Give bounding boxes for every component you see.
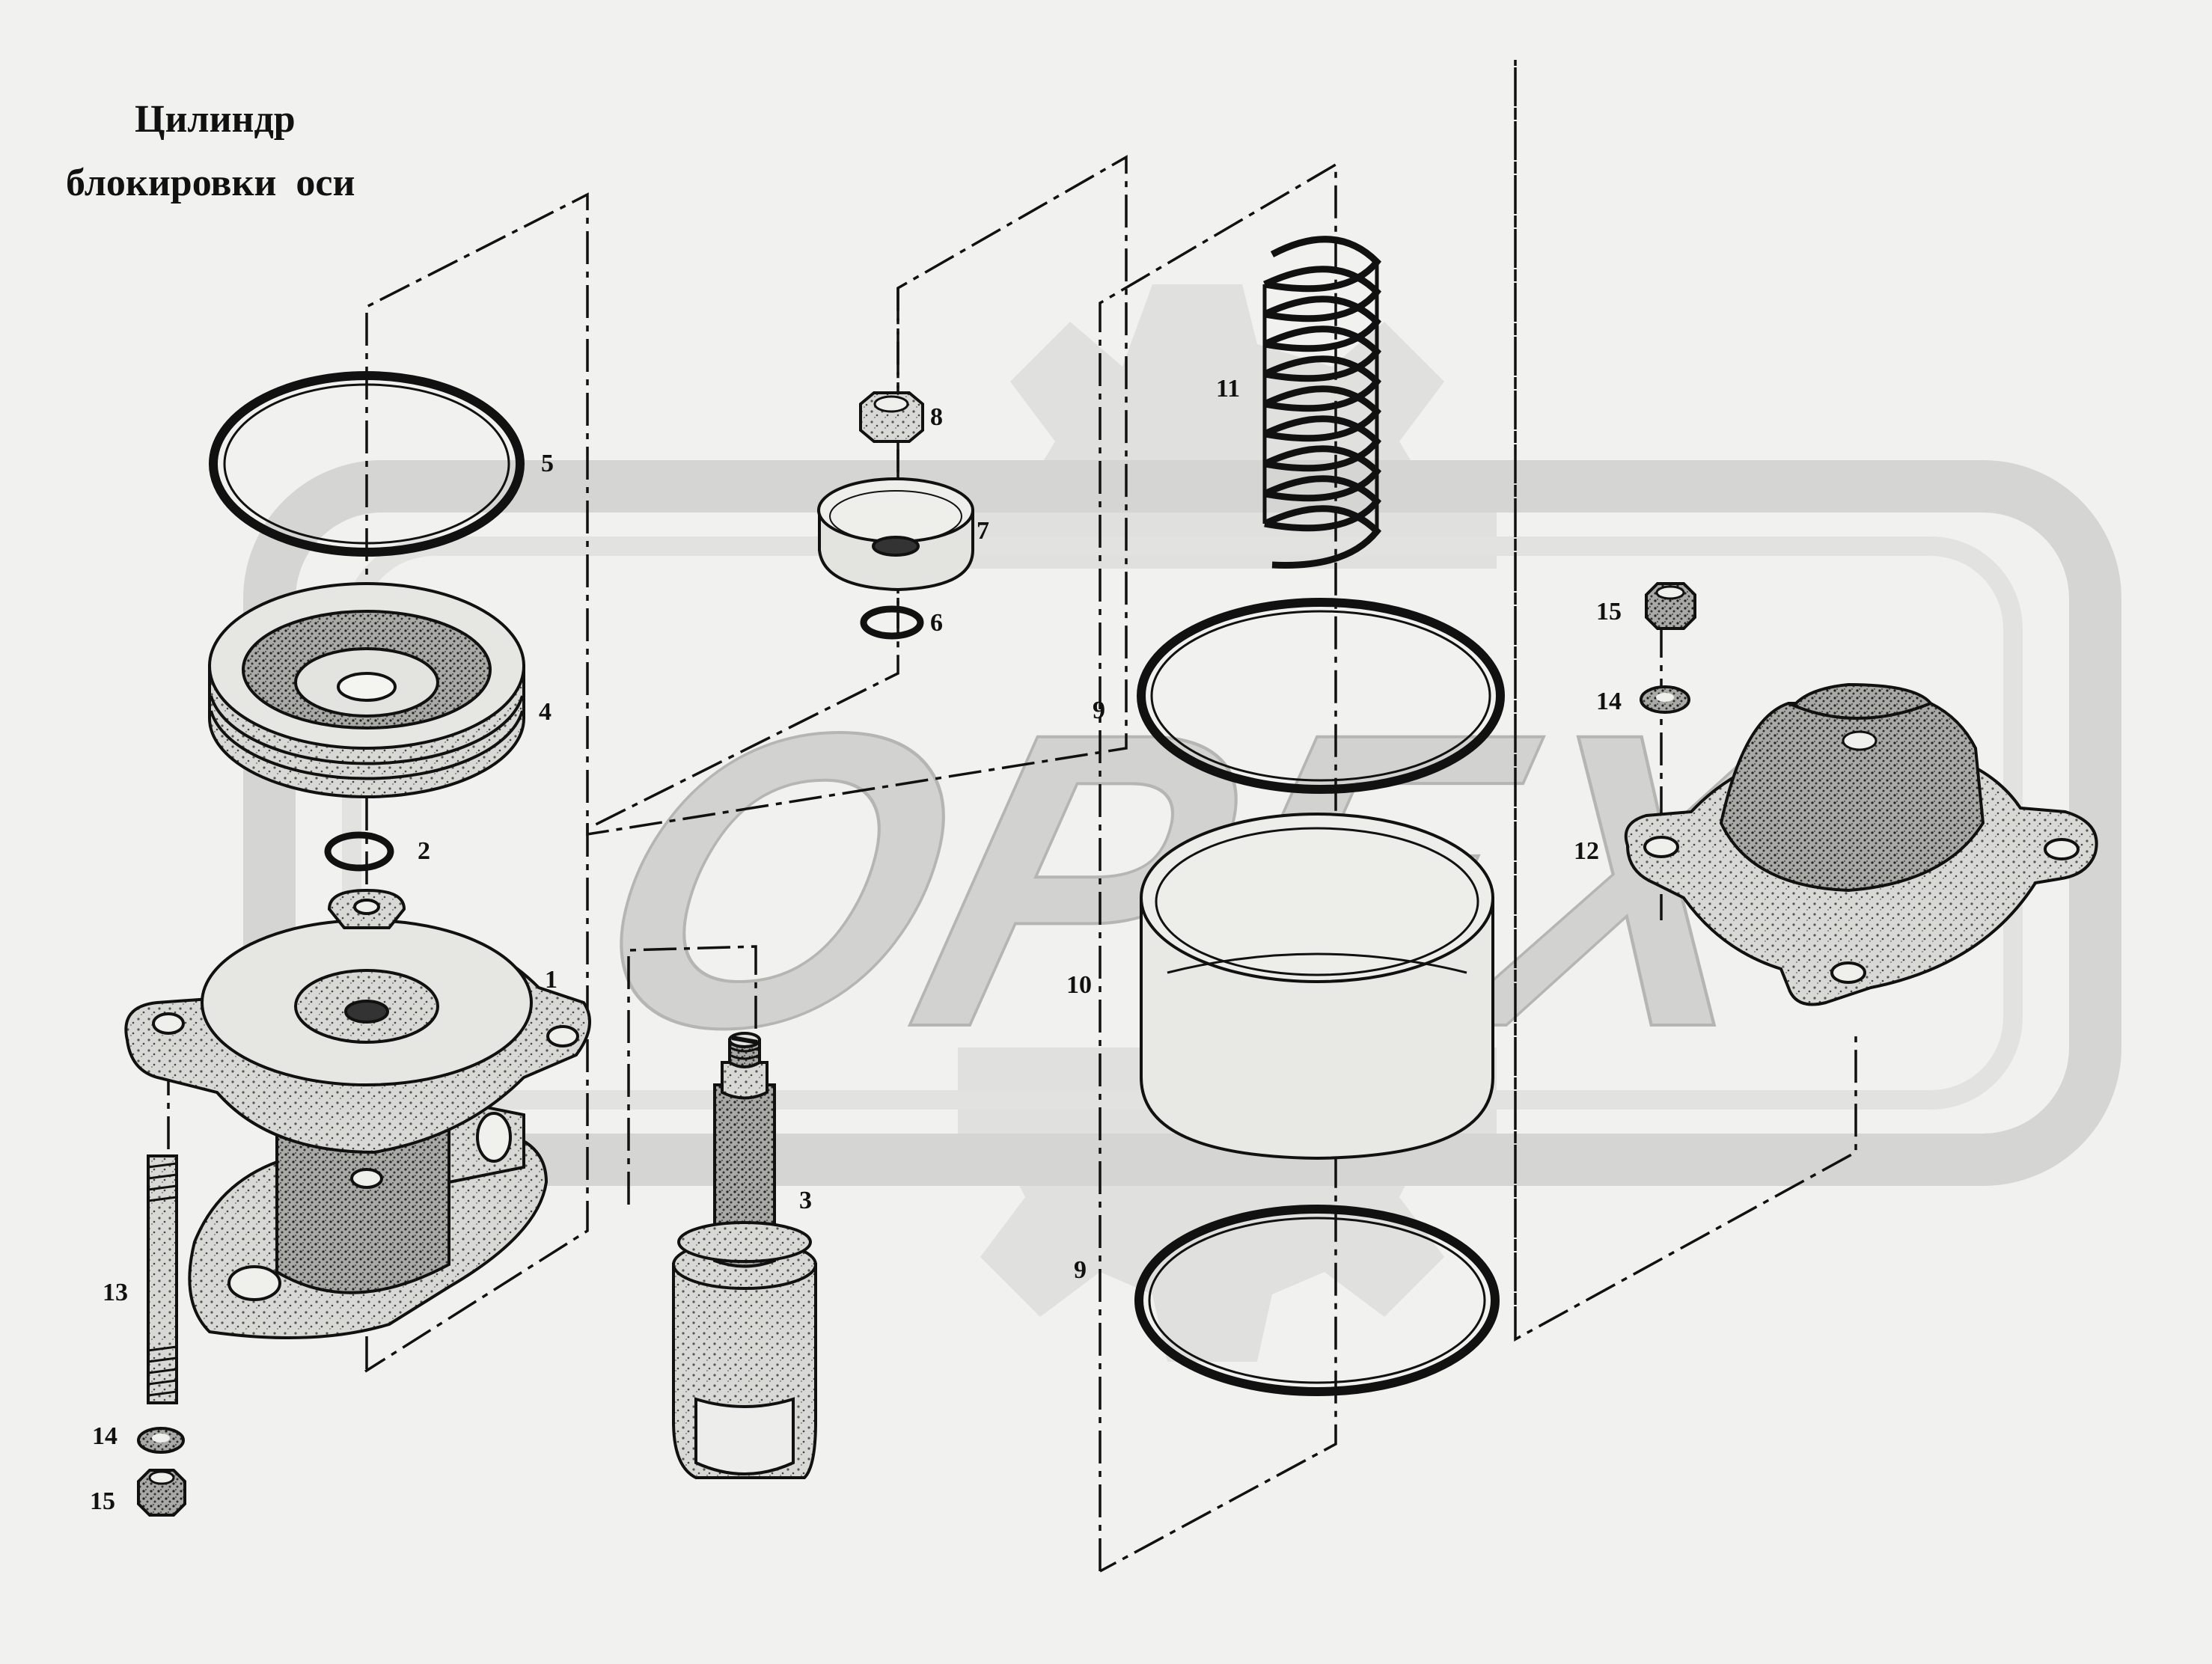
part-14-lock-washer-right (1640, 685, 1690, 714)
callout-9-upper: 9 (1093, 697, 1105, 724)
callout-1: 1 (545, 966, 557, 994)
axis-cylinder-stack (1099, 162, 1337, 1573)
callout-6: 6 (930, 609, 943, 637)
part-11-spring (1262, 236, 1382, 569)
callout-11: 11 (1216, 375, 1240, 403)
part-7-cup (817, 477, 974, 592)
part-3-piston-stem (672, 1032, 817, 1479)
callout-15-left: 15 (90, 1487, 115, 1515)
callout-7: 7 (977, 517, 989, 545)
callout-13: 13 (103, 1279, 128, 1306)
part-10-cylinder-sleeve (1140, 813, 1494, 1160)
callout-5: 5 (541, 450, 554, 477)
part-9-o-ring-lower (1134, 1205, 1500, 1396)
callout-8: 8 (930, 403, 943, 431)
axis-stem-link (627, 945, 757, 1205)
watermark-gear-shape (958, 284, 1497, 569)
axis-piston-stem (586, 154, 1128, 836)
callout-15-right: 15 (1596, 598, 1622, 625)
part-12-cylinder-cover (1624, 682, 2098, 1006)
callout-3: 3 (799, 1187, 812, 1214)
callout-4: 4 (539, 698, 552, 726)
part-15-nut-left (137, 1469, 186, 1517)
part-14-lock-washer-left (137, 1427, 185, 1454)
part-4-piston (208, 582, 525, 798)
watermark-frame-outer (243, 460, 2121, 1186)
callout-labels: 1 2 3 4 5 6 7 8 9 9 10 11 12 13 14 14 15… (90, 375, 1622, 1515)
part-2-small-o-ring (324, 831, 394, 872)
part-8-nut (859, 391, 924, 443)
part-13-stud (147, 1154, 178, 1404)
callout-2: 2 (418, 837, 430, 865)
callout-10: 10 (1066, 971, 1092, 999)
part-9-o-ring-upper (1137, 598, 1505, 794)
part-15-nut-right (1645, 582, 1696, 630)
callout-12: 12 (1574, 837, 1599, 865)
callout-14-right: 14 (1596, 688, 1622, 715)
part-6-small-o-ring (860, 605, 924, 640)
part-5-large-o-ring (209, 371, 525, 557)
diagram-title-line-1: Цилиндр (135, 98, 296, 141)
callout-14-left: 14 (92, 1422, 117, 1450)
diagram-title-line-2: блокировки оси (66, 162, 355, 204)
axis-cover (1514, 60, 1857, 1342)
callout-9-lower: 9 (1074, 1256, 1087, 1284)
part-1-cylinder-housing (124, 888, 591, 1339)
